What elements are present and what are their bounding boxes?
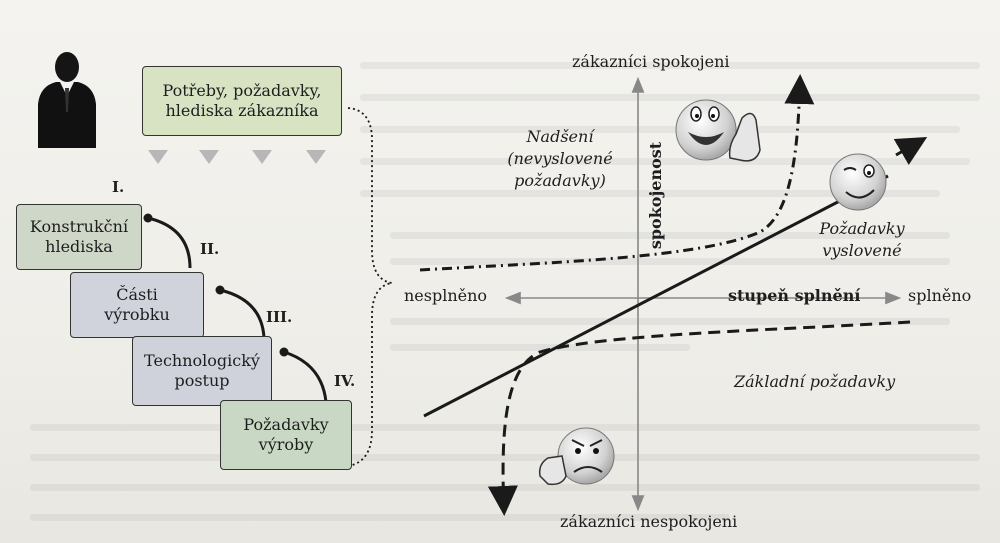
- excitement-curve: [419, 74, 815, 272]
- grouping-brace: [347, 107, 393, 467]
- step-1-line2: hlediska: [45, 237, 113, 256]
- performance-line1: Požadavky: [819, 219, 905, 238]
- y-axis-label: spokojenost: [646, 141, 666, 250]
- step-3-numeral: III.: [266, 308, 293, 326]
- connector-dots: [143, 213, 289, 357]
- angry-face-icon: [538, 427, 615, 486]
- businessman-icon: [38, 52, 96, 148]
- right-label: splněno: [908, 286, 972, 305]
- excitement-line1: Nadšení: [526, 127, 594, 146]
- performance-line2: vyslovené: [822, 241, 902, 260]
- step-3-line1: Technologický: [144, 351, 260, 370]
- step-box-3: Technologický postup: [132, 336, 272, 406]
- step-1-numeral: I.: [112, 178, 125, 196]
- excitement-label: Nadšení (nevyslovené požadavky): [500, 126, 620, 192]
- performance-line: [423, 174, 889, 418]
- step-box-1: Konstrukční hlediska: [16, 204, 142, 270]
- step-4-numeral: IV.: [334, 372, 356, 390]
- step-4-line1: Požadavky: [243, 415, 329, 434]
- basic-label: Základní požadavky: [734, 372, 896, 391]
- left-label: nesplněno: [404, 286, 488, 305]
- customer-needs-box: Potřeby, požadavky, hlediska zákazníka: [142, 66, 342, 136]
- performance-arrow: [893, 137, 928, 165]
- step-box-4: Požadavky výroby: [220, 400, 352, 470]
- step-2-line2: výrobku: [104, 305, 170, 324]
- top-label: zákazníci spokojeni: [572, 52, 730, 71]
- customer-needs-line1: Potřeby, požadavky,: [162, 81, 322, 100]
- step-2-line1: Části: [116, 285, 158, 304]
- basic-curve: [487, 320, 911, 516]
- excitement-line2: (nevyslovené: [507, 149, 613, 168]
- wink-face-icon: [829, 153, 887, 211]
- happy-face-icon: [675, 99, 761, 162]
- bottom-label: zákazníci nespokojeni: [560, 512, 738, 531]
- step-connectors: [147, 216, 328, 403]
- excitement-line3: požadavky): [514, 171, 606, 190]
- step-1-line1: Konstrukční: [29, 217, 129, 236]
- step-4-line2: výroby: [258, 435, 314, 454]
- step-box-2: Části výrobku: [70, 272, 204, 338]
- step-2-numeral: II.: [200, 240, 220, 258]
- performance-label: Požadavky vyslovené: [812, 218, 912, 262]
- down-triangles: [148, 150, 326, 164]
- step-3-line2: postup: [174, 371, 230, 390]
- customer-needs-line2: hlediska zákazníka: [165, 101, 319, 120]
- x-axis-label: stupeň splnění: [728, 286, 861, 305]
